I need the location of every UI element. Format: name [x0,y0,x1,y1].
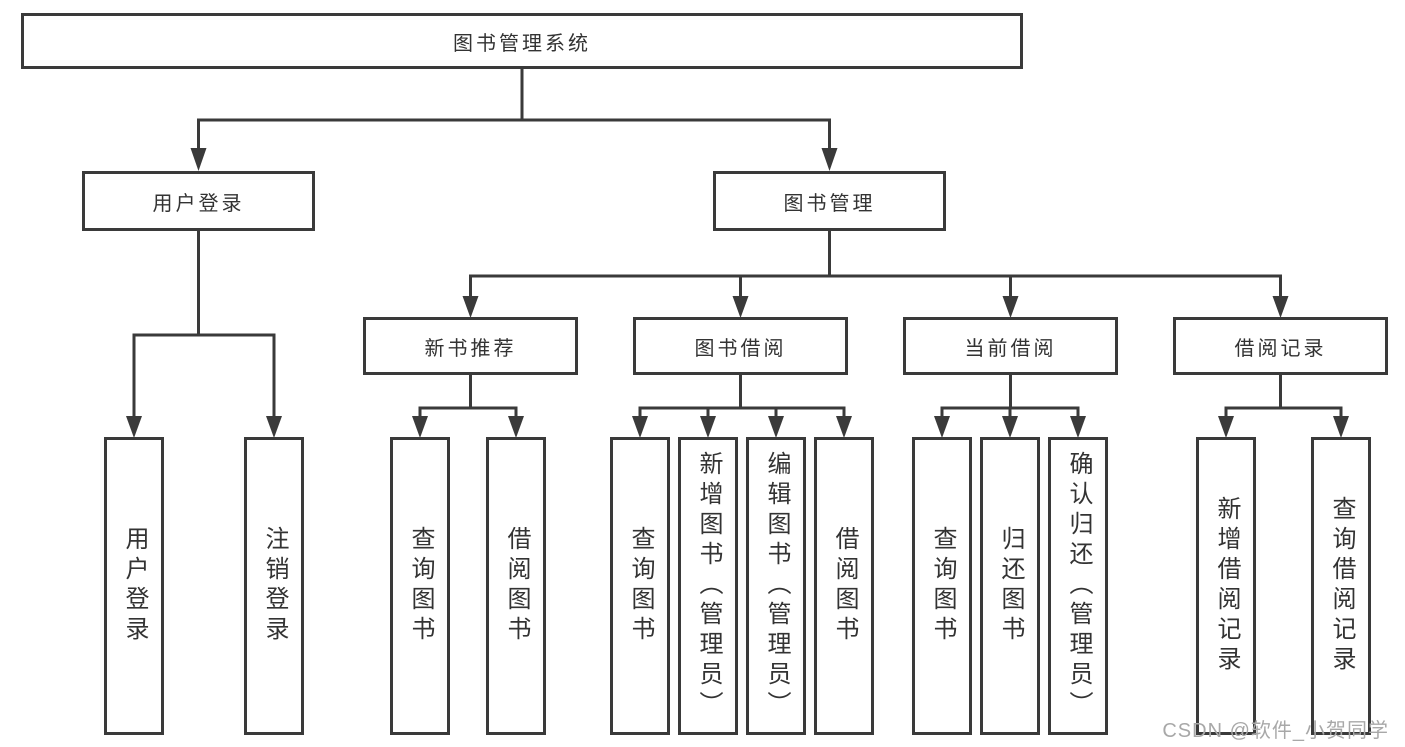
leaf-user-login: 用户登录 [104,437,164,735]
node-label: 借阅图书 [831,526,858,646]
node-borrowing-records: 借阅记录 [1173,317,1388,375]
node-label: 查询图书 [929,526,956,646]
leaf-add-borrow-record: 新增借阅记录 [1196,437,1256,735]
node-label: 图书借阅 [694,337,787,360]
arrowhead-icons [126,148,1349,438]
leaf-query-books-current: 查询图书 [912,437,972,735]
node-book-management-branch: 图书管理 [713,171,946,231]
leaf-edit-books-admin: 编辑图书（管理员） [746,437,806,735]
node-root-system: 图书管理系统 [21,13,1023,69]
node-label: 借阅记录 [1234,337,1327,360]
node-new-book-recommendation: 新书推荐 [363,317,578,375]
node-label: 借阅图书 [503,526,530,646]
node-label: 注销登录 [261,526,288,646]
leaf-query-books-recommend: 查询图书 [390,437,450,735]
leaf-query-books-borrowing: 查询图书 [610,437,670,735]
node-label: 用户登录 [121,526,148,646]
node-label: 查询图书 [407,526,434,646]
node-user-login-branch: 用户登录 [82,171,315,231]
node-label: 图书管理 [783,192,876,215]
node-label: 新增图书（管理员） [695,451,722,721]
leaf-add-books-admin: 新增图书（管理员） [678,437,738,735]
leaf-logout: 注销登录 [244,437,304,735]
node-current-borrowing: 当前借阅 [903,317,1118,375]
node-label: 归还图书 [997,526,1024,646]
leaf-return-books: 归还图书 [980,437,1040,735]
node-book-borrowing: 图书借阅 [633,317,848,375]
node-label: 确认归还（管理员） [1065,451,1092,721]
leaf-borrow-books-recommend: 借阅图书 [486,437,546,735]
node-label: 编辑图书（管理员） [763,451,790,721]
node-label: 当前借阅 [964,337,1057,360]
node-label: 查询图书 [627,526,654,646]
leaf-confirm-return-admin: 确认归还（管理员） [1048,437,1108,735]
node-label: 新书推荐 [424,337,517,360]
leaf-borrow-books: 借阅图书 [814,437,874,735]
csdn-watermark: CSDN @软件_小贺同学 [1162,720,1389,742]
node-label: 查询借阅记录 [1328,496,1355,676]
node-label: 新增借阅记录 [1213,496,1240,676]
node-label: 用户登录 [152,192,245,215]
leaf-query-borrow-record: 查询借阅记录 [1311,437,1371,735]
node-label: 图书管理系统 [453,32,591,55]
